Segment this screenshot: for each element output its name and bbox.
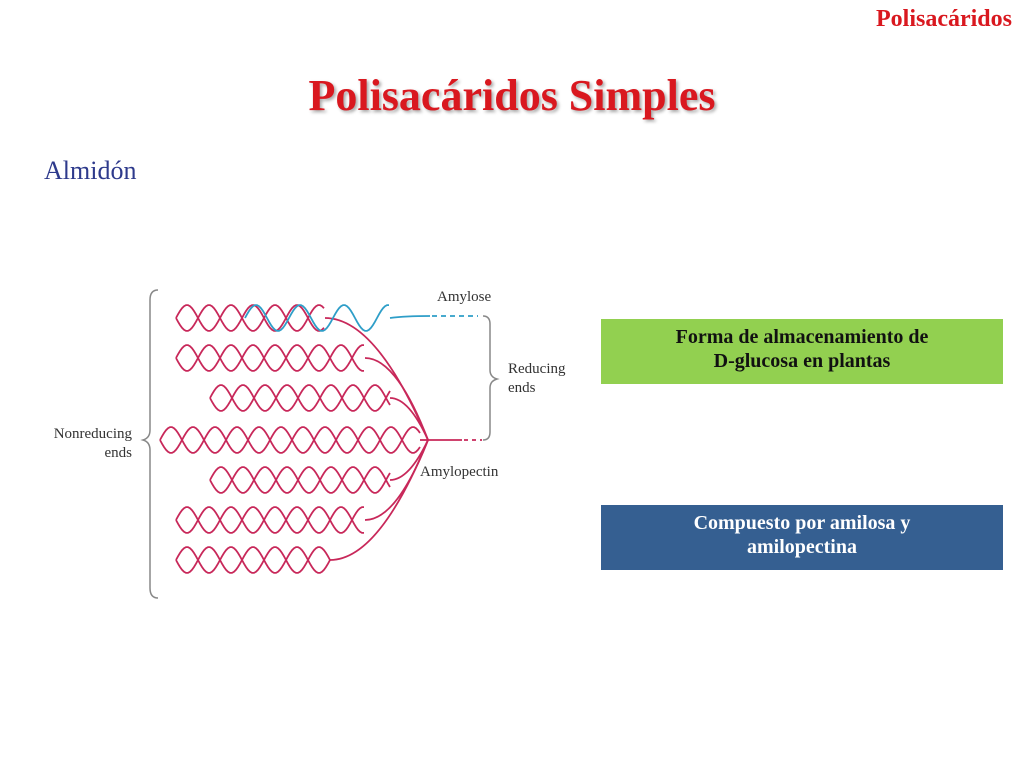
amylopectin-strands (159, 304, 482, 574)
amylopectin-helix (175, 344, 364, 372)
amylopectin-helix (175, 506, 364, 534)
subtitle-almidon: Almidón (44, 156, 137, 185)
amylopectin-helix (175, 546, 331, 574)
nonreducing-brace (140, 289, 159, 599)
amylopectin-helix (175, 344, 364, 372)
amylose-helix (244, 304, 389, 332)
amylopectin-helix (175, 304, 325, 332)
storage-note-box: Forma de almacenamiento de D-glucosa en … (601, 319, 1003, 384)
amylopectin-branch (329, 439, 429, 561)
amylopectin-helix (159, 426, 421, 454)
composition-note-line1: Compuesto por amilosa y (693, 512, 911, 534)
section-title: Polisacáridos (876, 6, 1012, 32)
starch-diagram: Amylose Reducing ends Nonreducing ends A… (54, 289, 566, 599)
storage-note-line1: Forma de almacenamiento de (675, 326, 929, 348)
amylopectin-helix (175, 506, 364, 534)
amylopectin-helix (209, 466, 391, 494)
amylopectin-branch (364, 439, 429, 521)
amylopectin-helix (209, 384, 391, 412)
amylopectin-branch (324, 317, 429, 441)
amylose-strand (244, 304, 478, 332)
reducing-brace (482, 315, 500, 441)
composition-note-box: Compuesto por amilosa y amilopectina (601, 505, 1003, 570)
reducing-ends-label: ends (508, 380, 536, 396)
amylose-label: Amylose (437, 289, 492, 305)
amylopectin-helix (209, 466, 391, 494)
amylopectin-branch (389, 397, 429, 441)
amylopectin-helix (209, 384, 391, 412)
amylopectin-helix (175, 546, 331, 574)
reducing-label: Reducing (508, 361, 566, 377)
nonreducing-ends-label: ends (105, 445, 133, 461)
amylose-tail (389, 315, 431, 319)
nonreducing-label: Nonreducing (54, 426, 133, 442)
page-title: Polisacáridos Simples (308, 71, 716, 120)
amylopectin-helix (159, 426, 421, 454)
amylopectin-branch (364, 357, 429, 441)
storage-note-line2: D-glucosa en plantas (713, 350, 891, 372)
composition-note-line2: amilopectina (747, 536, 857, 558)
amylopectin-label: Amylopectin (420, 464, 499, 480)
